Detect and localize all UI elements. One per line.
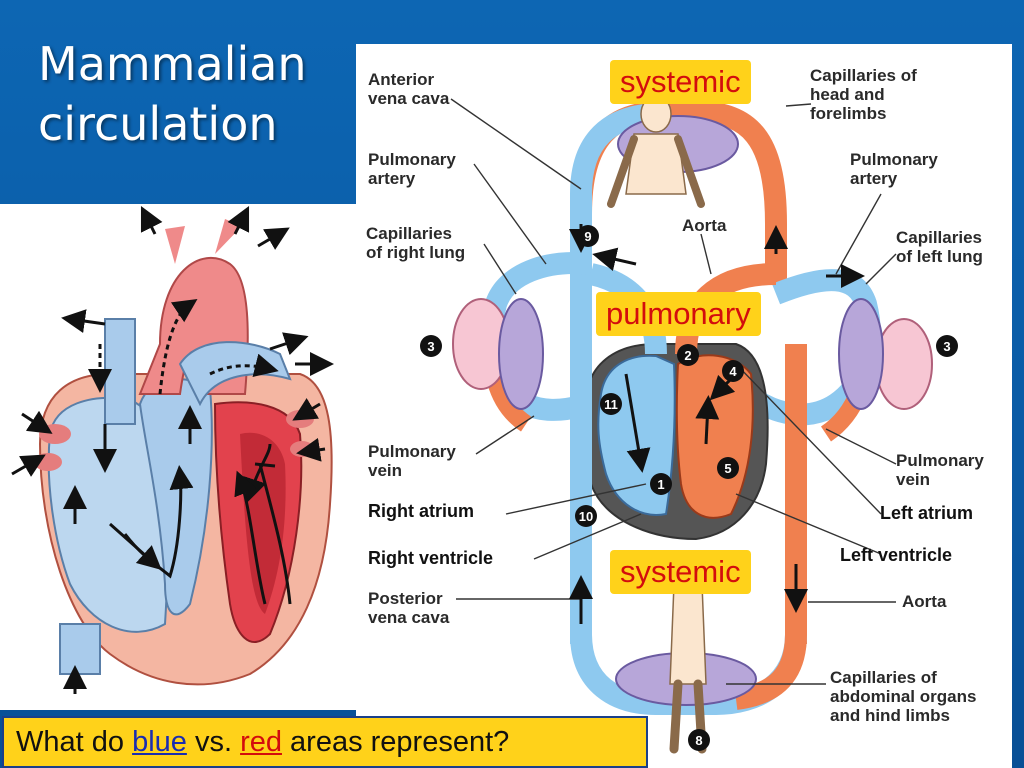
label-left-ventricle: Left ventricle [840, 545, 953, 565]
question-prefix: What do [16, 726, 133, 758]
heart-illustration [0, 204, 356, 710]
label-left-atrium: Left atrium [880, 503, 974, 523]
label-capillaries-right-lung: Capillaries of right lung [366, 224, 466, 262]
label-capillaries-head: Capillaries of head and forelimbs [810, 66, 917, 123]
step-9: 9 [584, 229, 591, 244]
label-anterior-vena-cava: Anterior vena cava [368, 70, 450, 108]
label-pulmonary-artery-left: Pulmonary artery [368, 150, 456, 188]
tag-systemic-top: systemic [610, 60, 751, 104]
label-aorta-bottom: Aorta [902, 592, 947, 611]
label-pulmonary-vein-left: Pulmonary vein [368, 442, 456, 480]
label-pulmonary-artery-right: Pulmonary artery [850, 150, 938, 188]
step-4: 4 [729, 364, 737, 379]
step-5: 5 [724, 461, 731, 476]
step-3-left: 3 [427, 339, 434, 354]
step-3-right: 3 [943, 339, 950, 354]
label-capillaries-left-lung: Capillaries of left lung [896, 228, 983, 266]
heart-drawing [11, 205, 334, 694]
step-markers [420, 225, 958, 751]
label-aorta-top: Aorta [682, 216, 727, 235]
step-8: 8 [695, 733, 702, 748]
circulation-diagram: 3 3 9 2 4 11 5 1 10 8 Anterior vena cava… [356, 44, 1012, 768]
label-right-ventricle: Right ventricle [368, 548, 494, 568]
question-suffix: areas represent? [281, 726, 510, 758]
question-middle: vs. [186, 726, 241, 758]
question-red-word: red [240, 726, 282, 758]
question-blue-word: blue [132, 726, 187, 758]
tag-systemic-bottom: systemic [610, 550, 751, 594]
step-10: 10 [579, 509, 593, 524]
step-1: 1 [657, 477, 664, 492]
step-2: 2 [684, 348, 691, 363]
label-posterior-vena-cava: Posterior vena cava [368, 589, 450, 627]
label-right-atrium: Right atrium [368, 501, 474, 521]
tag-pulmonary: pulmonary [596, 292, 761, 336]
circulation-drawing: 3 3 9 2 4 11 5 1 10 8 [420, 95, 958, 754]
title-line-1: Mammalian [38, 37, 307, 91]
label-pulmonary-vein-right: Pulmonary vein [896, 451, 984, 489]
question-banner: What do blue vs. red areas represent? [2, 716, 648, 768]
step-11: 11 [604, 397, 618, 412]
label-capillaries-abdominal: Capillaries of abdominal organs and hind… [830, 668, 977, 725]
lower-body-figure [669, 583, 707, 685]
title-line-2: circulation [38, 97, 278, 151]
slide-title: Mammalian circulation [38, 34, 338, 154]
